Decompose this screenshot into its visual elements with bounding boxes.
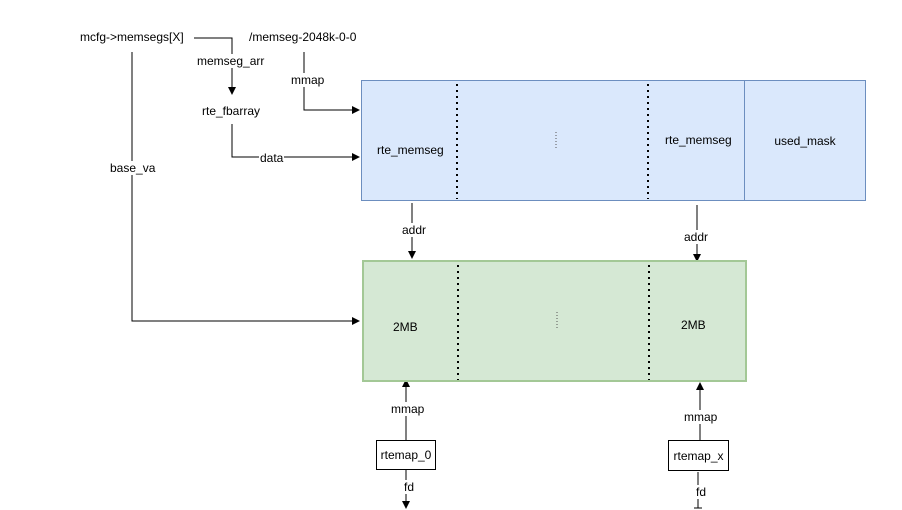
- mmap-left-label: mmap: [390, 402, 426, 416]
- hugepage-right-label: 2MB: [681, 318, 706, 332]
- used-mask-label: used_mask: [774, 133, 836, 148]
- mmap-top-label: mmap: [290, 73, 326, 87]
- fd-left-label: fd: [403, 480, 416, 494]
- hugepage-left-label: 2MB: [393, 320, 418, 334]
- connector-memseg-file-mmap: [303, 52, 360, 114]
- connector-mcfg-to-fbarray: [194, 37, 236, 95]
- connector-base-va: [131, 52, 360, 325]
- rtemap-0-label: rtemap_0: [380, 448, 432, 462]
- rte-memseg-right-label: rte_memseg: [665, 133, 732, 147]
- data-label: data: [259, 151, 285, 165]
- fd-right-label: fd: [695, 485, 708, 499]
- addr-right-label: addr: [683, 230, 710, 244]
- mcfg-memsegs-label: mcfg->memsegs[X]: [80, 30, 184, 44]
- memseg-file-label: /memseg-2048k-0-0: [249, 30, 357, 44]
- memseg-arr-label: memseg_arr: [196, 54, 266, 68]
- rte-fbarray-label: rte_fbarray: [202, 104, 261, 118]
- rte-memseg-left-label: rte_memseg: [377, 143, 444, 157]
- rtemap-0-file: rtemap_0: [376, 440, 436, 470]
- connector-fbarray-data: [231, 124, 360, 161]
- rtemap-x-file: rtemap_x: [668, 440, 729, 471]
- memseg-array-block: [361, 80, 746, 201]
- rtemap-x-label: rtemap_x: [673, 448, 724, 463]
- used-mask-block: used_mask: [744, 80, 866, 201]
- base-va-label: base_va: [109, 161, 157, 175]
- addr-left-label: addr: [401, 223, 428, 237]
- hugepage-block: [362, 260, 747, 382]
- mmap-right-label: mmap: [683, 410, 719, 424]
